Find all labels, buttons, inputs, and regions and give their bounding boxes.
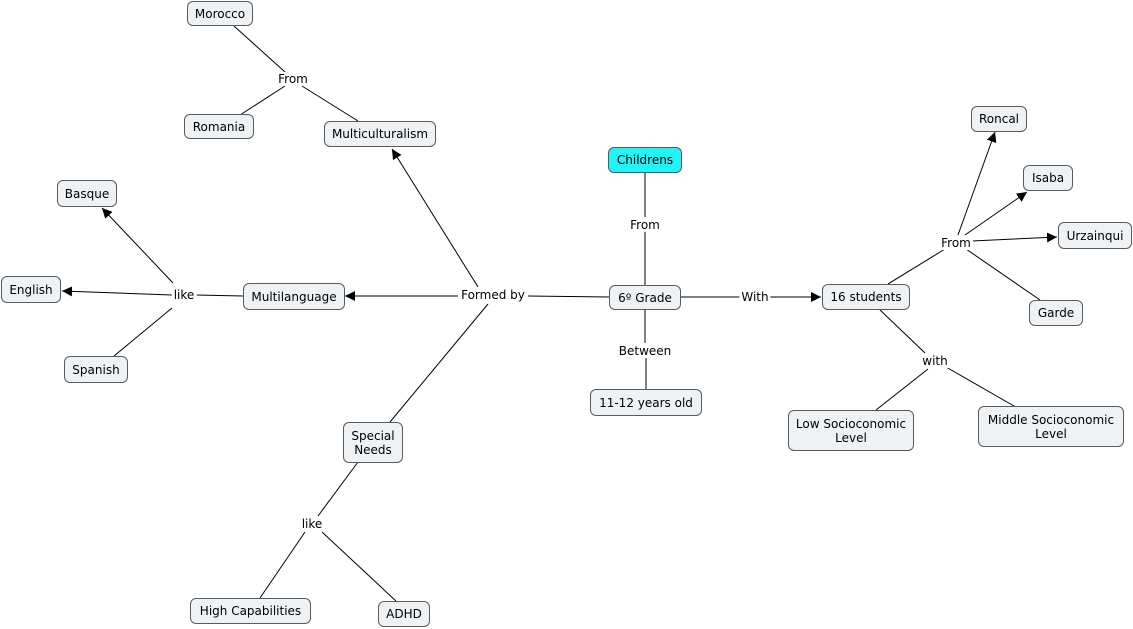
link-label-from-towns: From xyxy=(939,236,973,250)
node-multiculturalism[interactable]: Multiculturalism xyxy=(324,121,436,147)
connector-students-from xyxy=(887,248,946,285)
node-garde[interactable]: Garde xyxy=(1029,300,1083,326)
node-urzainqui[interactable]: Urzainqui xyxy=(1058,222,1132,249)
connector-romania-from xyxy=(239,85,286,116)
link-label-with-levels: with xyxy=(920,354,950,368)
connector-students-with xyxy=(879,309,926,354)
node-childrens[interactable]: Childrens xyxy=(608,147,682,173)
node-high-capabilities[interactable]: High Capabilities xyxy=(190,598,311,624)
node-low-socioeconomic[interactable]: Low Socioconomic Level xyxy=(788,410,914,451)
node-adhd[interactable]: ADHD xyxy=(378,601,430,627)
node-basque[interactable]: Basque xyxy=(57,180,117,207)
arrow-from-urzainqui xyxy=(971,232,1058,243)
connector-like-highcap xyxy=(259,531,306,599)
connector-from-multiculturalism xyxy=(301,85,359,122)
connector-with-middle xyxy=(945,366,1015,407)
connector-like-spanish xyxy=(113,307,173,357)
node-special-needs[interactable]: Special Needs xyxy=(343,422,403,463)
connector-specialneeds-like xyxy=(317,461,359,517)
node-roncal[interactable]: Roncal xyxy=(971,106,1027,132)
connector-from-garde xyxy=(965,248,1041,301)
arrow-from-roncal xyxy=(957,131,997,236)
link-label-from-origin: From xyxy=(276,72,310,86)
node-multilanguage[interactable]: Multilanguage xyxy=(243,283,345,310)
connector-with-low xyxy=(875,368,929,411)
connector-grade-formedby xyxy=(527,295,610,298)
arrow-like-basque xyxy=(101,207,174,284)
connector-morocco-from xyxy=(233,25,286,73)
link-label-like-languages: like xyxy=(171,288,197,302)
arrow-like-english xyxy=(61,286,173,297)
link-label-formed-by: Formed by xyxy=(459,288,527,302)
arrow-formedby-multiculturalism xyxy=(391,148,479,288)
node-isaba[interactable]: Isaba xyxy=(1023,165,1073,191)
connector-like-adhd xyxy=(321,531,397,602)
connector-formedby-specialneeds xyxy=(389,303,489,423)
node-6-grade[interactable]: 6º Grade xyxy=(609,285,681,310)
node-age-range[interactable]: 11-12 years old xyxy=(590,389,702,416)
link-label-between: Between xyxy=(616,344,674,358)
node-romania[interactable]: Romania xyxy=(184,114,254,139)
node-english[interactable]: English xyxy=(1,276,61,303)
arrow-from-isaba xyxy=(964,191,1028,236)
link-label-with-students: With xyxy=(739,290,771,304)
node-morocco[interactable]: Morocco xyxy=(187,1,253,26)
node-16-students[interactable]: 16 students xyxy=(822,284,910,310)
node-middle-socioeconomic[interactable]: Middle Socioconomic Level xyxy=(978,406,1124,447)
connector-multilanguage-like xyxy=(195,294,244,297)
link-label-like-needs: like xyxy=(299,517,325,531)
node-spanish[interactable]: Spanish xyxy=(64,356,128,383)
link-label-from-childrens: From xyxy=(628,218,662,232)
